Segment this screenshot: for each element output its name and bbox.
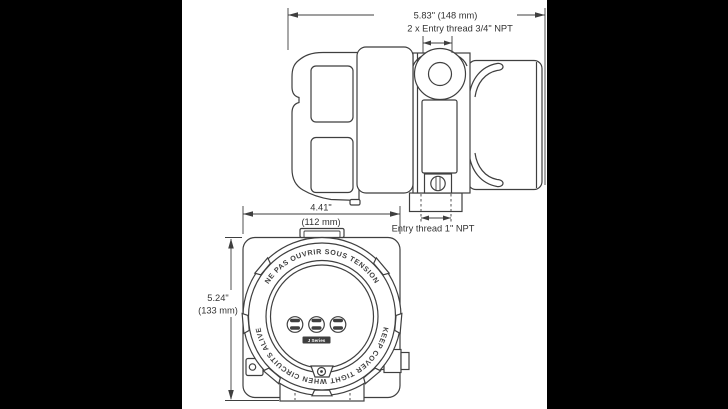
front-view-drawing: NE PAS OUVRIR SOUS TENSION KEEP COVER TI… [198, 203, 410, 402]
device-button-left [286, 316, 304, 333]
entry-34npt-label: 2 x Entry thread 3/4" NPT [407, 24, 513, 34]
front-width-mm-label: (112 mm) [301, 217, 340, 227]
dimension-entry-34npt: 2 x Entry thread 3/4" NPT [407, 24, 513, 53]
cover-clamp [310, 365, 334, 378]
front-height-mm-label: (133 mm) [198, 306, 238, 316]
device-button-right [329, 316, 347, 333]
side-cover-profile [291, 46, 414, 206]
dimension-overall-width: 5.83" (148 mm) [287, 8, 546, 185]
side-mounting-bracket [467, 59, 543, 191]
cover-lock-screw [423, 173, 453, 194]
overall-width-label: 5.83" (148 mm) [414, 11, 478, 21]
front-width-inches-label: 4.41" [310, 203, 331, 213]
series-label-plate: J Series [302, 336, 331, 344]
conduit-boss-34npt [413, 47, 467, 101]
device-button-middle [308, 316, 325, 333]
side-housing-body [412, 47, 471, 194]
dimension-front-height: 5.24" (133 mm) [198, 237, 279, 401]
cover-flange [356, 46, 414, 194]
front-height-inches-label: 5.24" [207, 293, 228, 303]
entry-1npt-label: Entry thread 1" NPT [392, 224, 475, 234]
keypad-buttons [286, 316, 347, 333]
series-label-text: J Series [308, 338, 326, 343]
dimension-entry-1npt: Entry thread 1" NPT [392, 215, 475, 234]
mounting-hole [248, 363, 257, 371]
label-plate [421, 99, 458, 174]
dimension-front-width: 4.41" (112 mm) [242, 203, 401, 234]
hinge-tab [299, 227, 345, 239]
side-view-drawing: 5.83" (148 mm) 2 x Entry thread 3/4" NPT… [287, 8, 546, 234]
